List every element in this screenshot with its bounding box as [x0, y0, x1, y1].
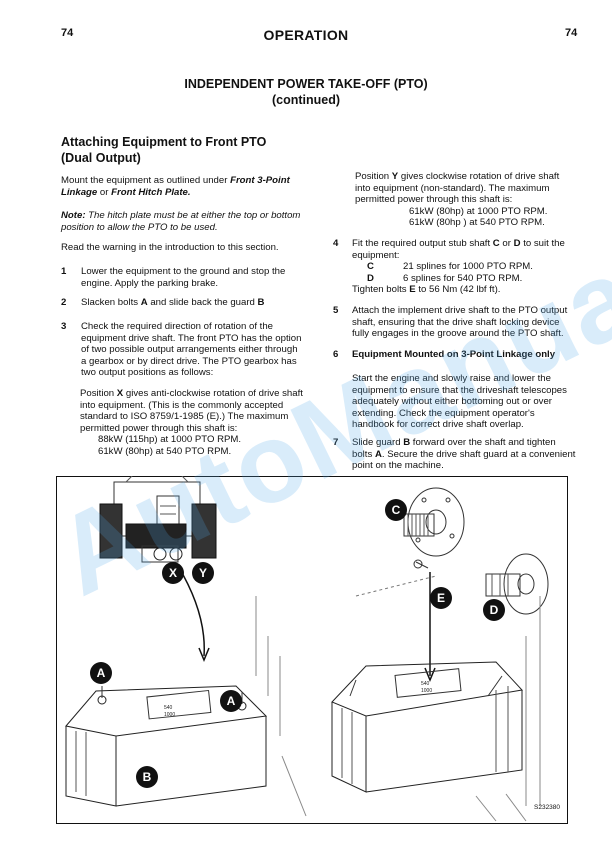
page-title: INDEPENDENT POWER TAKE-OFF (PTO) (contin…: [0, 76, 612, 108]
position-x-spec-540: 61kW (80hp) at 540 PTO RPM.: [98, 445, 232, 457]
page-number-right: 74: [565, 27, 578, 39]
position-y-spec-1000: 61kW (80hp) at 1000 PTO RPM.: [409, 205, 548, 217]
step-4-text: Fit the required output stub shaft C or …: [352, 238, 565, 296]
callout-y: Y: [192, 562, 214, 584]
subheading-line1: Attaching Equipment to Front PTO: [61, 135, 267, 149]
step-6-number: 6: [333, 349, 339, 360]
tractor-front-view: [99, 476, 217, 563]
plate-left-540: 540: [164, 705, 173, 711]
step-3-number: 3: [61, 321, 67, 332]
position-y-spec-540: 61kW (80hp ) at 540 PTO RPM.: [409, 217, 545, 229]
step-4-number: 4: [333, 238, 339, 249]
plate-left-1000: 1000: [164, 712, 175, 718]
pto-illustration: S232380 540 1000 540 1000 X Y C E D A A …: [56, 476, 568, 824]
step-1-text: Lower the equipment to the ground and st…: [81, 266, 286, 289]
step-2-text: Slacken bolts A and slide back the guard…: [81, 297, 265, 308]
step-1-number: 1: [61, 266, 67, 277]
callout-a-left: A: [90, 662, 112, 684]
intro-paragraph: Mount the equipment as outlined under Fr…: [61, 175, 290, 198]
pto-illustration-drawing: S232380 540 1000 540 1000: [56, 476, 568, 824]
page-number-left: 74: [61, 27, 74, 39]
step-6-heading: Equipment Mounted on 3-Point Linkage onl…: [352, 349, 556, 360]
callout-c: C: [385, 499, 407, 521]
plate-right-540: 540: [421, 681, 430, 687]
subheading-line2: (Dual Output): [61, 151, 141, 165]
callout-b: B: [136, 766, 158, 788]
step-7-number: 7: [333, 437, 339, 448]
callout-x: X: [162, 562, 184, 584]
callout-d: D: [483, 599, 505, 621]
step-2-number: 2: [61, 297, 67, 308]
page-title-line2: (continued): [271, 93, 341, 107]
callout-e: E: [430, 587, 452, 609]
page-title-line1: INDEPENDENT POWER TAKE-OFF (PTO): [184, 77, 428, 91]
step-3-text: Check the required direction of rotation…: [81, 321, 302, 379]
note-paragraph: Note: The hitch plate must be at either …: [61, 210, 301, 233]
warning-paragraph: Read the warning in the introduction to …: [61, 242, 279, 253]
pto-guard-right: [331, 596, 541, 822]
position-x-paragraph: Position X gives anti-clockwise rotation…: [80, 388, 303, 457]
step-5-number: 5: [333, 305, 339, 316]
section-title: OPERATION: [263, 27, 349, 43]
step-6-text: Start the engine and slowly raise and lo…: [352, 373, 567, 431]
callout-a-middle: A: [220, 690, 242, 712]
step-5-text: Attach the implement drive shaft to the …: [352, 305, 568, 340]
pto-guard-left: [65, 596, 307, 817]
position-x-spec-1000: 88kW (115hp) at 1000 PTO RPM.: [98, 434, 242, 446]
position-y-paragraph: Position Y gives clockwise rotation of d…: [355, 171, 577, 229]
step-7-text: Slide guard B forward over the shaft and…: [352, 437, 576, 472]
plate-right-1000: 1000: [421, 688, 432, 694]
stub-shaft-exploded-view: [355, 487, 549, 615]
figure-code: S232380: [534, 804, 560, 811]
subheading: Attaching Equipment to Front PTO (Dual O…: [61, 134, 266, 166]
